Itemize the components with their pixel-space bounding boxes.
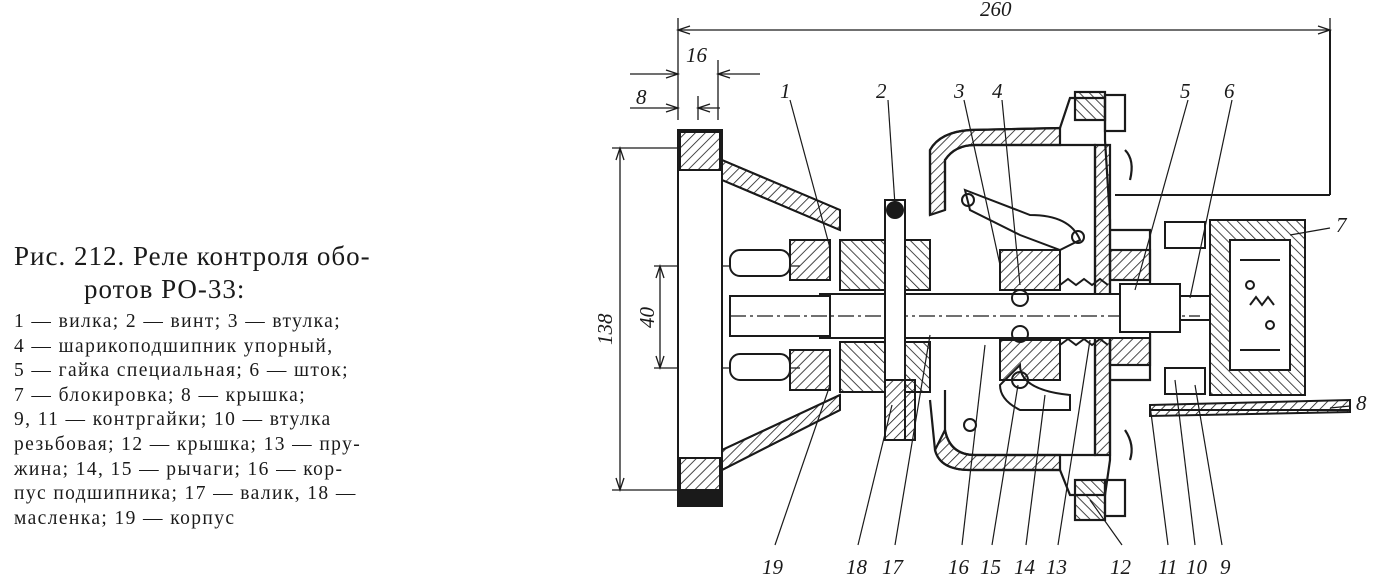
part-label-13: 13 xyxy=(1046,555,1067,579)
parts-legend: 1 — вилка; 2 — винт; 3 — втулка; 4 — шар… xyxy=(14,310,544,531)
part-label-8: 8 xyxy=(1356,391,1367,415)
part-label-14: 14 xyxy=(1014,555,1036,579)
dimension-flange: 16 xyxy=(686,43,708,67)
part-label-15: 15 xyxy=(980,555,1001,579)
cover-plate xyxy=(1115,30,1351,418)
dimension-overall: 260 xyxy=(980,0,1012,21)
legend-line: 4 — шарикоподшипник упорный, xyxy=(14,335,334,357)
mounting-flange xyxy=(677,129,841,507)
part-label-11: 11 xyxy=(1158,555,1177,579)
part-label-2: 2 xyxy=(876,79,887,103)
caption-title-line-2: ротов РО-33: xyxy=(84,274,246,304)
dimension-bore: 40 xyxy=(635,307,659,329)
part-label-1: 1 xyxy=(780,79,791,103)
part-label-4: 4 xyxy=(992,79,1003,103)
part-label-12: 12 xyxy=(1110,555,1132,579)
part-label-18: 18 xyxy=(846,555,868,579)
part-label-6: 6 xyxy=(1224,79,1235,103)
part-label-17: 17 xyxy=(882,555,905,579)
caption-title: Рис. 212. Реле контроля обо- ротов РО-33… xyxy=(14,240,544,306)
caption-title-line-1: Рис. 212. Реле контроля обо- xyxy=(14,241,371,271)
part-number-labels: 1 2 3 4 5 6 7 8 19 18 17 16 15 14 13 12 … xyxy=(762,79,1367,579)
legend-line: 9, 11 — контргайки; 10 — втулка xyxy=(14,409,332,431)
part-label-9: 9 xyxy=(1220,555,1231,579)
dimension-flange-inner: 8 xyxy=(636,85,647,109)
leader-lines xyxy=(774,99,1351,546)
levers xyxy=(961,188,1085,432)
legend-line: 5 — гайка специальная; 6 — шток; xyxy=(14,360,349,382)
part-label-3: 3 xyxy=(953,79,965,103)
legend-line: пус подшипника; 17 — валик, 18 — xyxy=(14,483,357,505)
part-label-19: 19 xyxy=(762,555,784,579)
part-label-10: 10 xyxy=(1186,555,1208,579)
legend-line: жина; 14, 15 — рычаги; 16 — кор- xyxy=(14,458,344,480)
dimension-values: 260 16 8 138 40 xyxy=(593,0,1012,345)
legend-line: 7 — блокировка; 8 — крышка; xyxy=(14,384,307,406)
part-label-16: 16 xyxy=(948,555,970,579)
dimension-height: 138 xyxy=(593,313,617,345)
legend-line: 1 — вилка; 2 — винт; 3 — втулка; xyxy=(14,311,342,332)
part-label-7: 7 xyxy=(1336,213,1348,237)
legend-line: масленка; 19 — корпус xyxy=(14,507,236,529)
legend-line: резьбовая; 12 — крышка; 13 — пру- xyxy=(14,433,362,455)
figure-caption: Рис. 212. Реле контроля обо- ротов РО-33… xyxy=(14,240,544,531)
interlock-block xyxy=(1164,219,1306,396)
relay-cross-section-drawing: 260 16 8 138 40 xyxy=(593,0,1367,579)
shaft-assembly xyxy=(729,199,1211,441)
part-label-5: 5 xyxy=(1180,79,1191,103)
